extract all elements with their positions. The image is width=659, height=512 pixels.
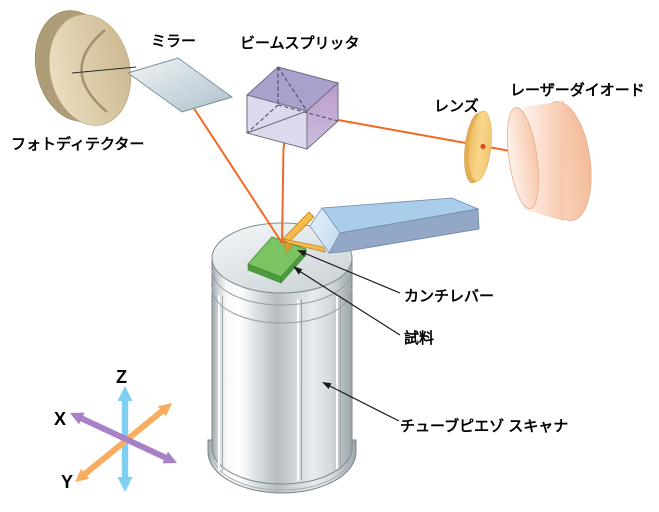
lens-label: レンズ (434, 97, 479, 115)
leader-cantilever (297, 250, 401, 294)
photodetector-disc (34, 10, 137, 126)
photodetector-inner-arc (80, 29, 108, 113)
sample-top-face (247, 236, 307, 278)
photodetector-face (48, 14, 132, 126)
cantilever-shape (282, 211, 326, 254)
x-axis-arrow (70, 412, 177, 464)
lens-front (468, 110, 492, 182)
scanner-ring-2 (211, 287, 353, 324)
cantilever-tip (282, 241, 294, 254)
component-labels: フォトディテクター ミラー ビームスプリッタ レンズ レーザーダイオード カンチ… (11, 33, 645, 435)
leader-sample (293, 266, 401, 336)
scanner-ring-1 (211, 269, 353, 306)
tube-piezo-scanner (207, 222, 357, 494)
y-axis-label: Y (61, 472, 73, 492)
beam-splitter-label: ビームスプリッタ (240, 35, 360, 52)
laser-dot-on-lens (480, 143, 486, 150)
lens-shape (464, 110, 492, 184)
scanner-body (211, 257, 353, 485)
photodetector-label: フォトディテクター (11, 135, 144, 153)
beam-splitter-cube (245, 66, 340, 151)
mirror-label: ミラー (151, 33, 196, 50)
x-axis-label: X (54, 409, 66, 429)
laser-diode-front-face (507, 107, 539, 209)
cantilever-label: カンチレバー (404, 288, 494, 305)
laser-diode-label: レーザーダイオード (510, 81, 645, 99)
sample-plate (247, 236, 307, 284)
cantilever-holder (309, 197, 480, 254)
axis-indicator: Z X Y (54, 367, 177, 492)
mirror-plate (126, 57, 234, 113)
laser-beam-down-to-cantilever (281, 146, 285, 244)
z-axis-label: Z (116, 367, 127, 387)
leader-lines (293, 250, 401, 422)
scanner-base-line (212, 454, 352, 491)
laser-beam-cantilever-to-mirror (196, 112, 283, 244)
y-axis-arrow (75, 403, 172, 482)
sample-label: 試料 (404, 329, 434, 347)
leader-scanner (322, 382, 400, 422)
beam-splitter-diagonal (246, 110, 308, 134)
scanner-label: チューブピエゾ スキャナ (400, 417, 568, 435)
scanner-seams (218, 295, 341, 481)
holder-end-face (309, 207, 341, 254)
photodetector-split-line (71, 66, 137, 74)
beam-splitter-hidden-edges (246, 66, 339, 134)
laser-diode-shape (507, 101, 592, 221)
